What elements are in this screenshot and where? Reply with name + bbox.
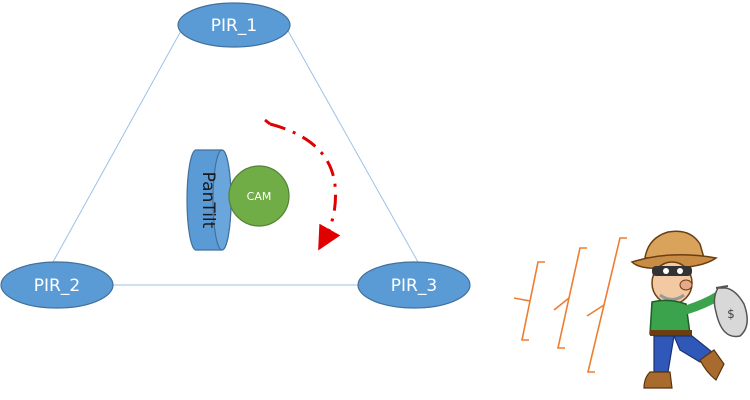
node-pir-3-label: PIR_3 [391, 276, 437, 296]
edge-pir1-pir3 [286, 28, 419, 263]
camera-node: CAM [228, 165, 290, 227]
node-pir-1: PIR_1 [177, 2, 291, 48]
thief-with-money-bag-icon: $ [630, 230, 748, 389]
svg-text:$: $ [727, 307, 735, 321]
node-pir-1-label: PIR_1 [211, 16, 257, 36]
node-pir-2: PIR_2 [0, 261, 114, 309]
dash-dot-arrow-icon [264, 118, 341, 251]
detection-wave-icon [513, 237, 627, 373]
pantilt-unit: PanTilt [186, 149, 232, 251]
node-pir-2-label: PIR_2 [34, 276, 80, 296]
camera-label: CAM [247, 190, 272, 203]
pantilt-label: PanTilt [198, 172, 218, 229]
edge-pir1-pir2 [52, 28, 183, 263]
network-edges [52, 28, 419, 286]
node-pir-3: PIR_3 [357, 261, 471, 309]
